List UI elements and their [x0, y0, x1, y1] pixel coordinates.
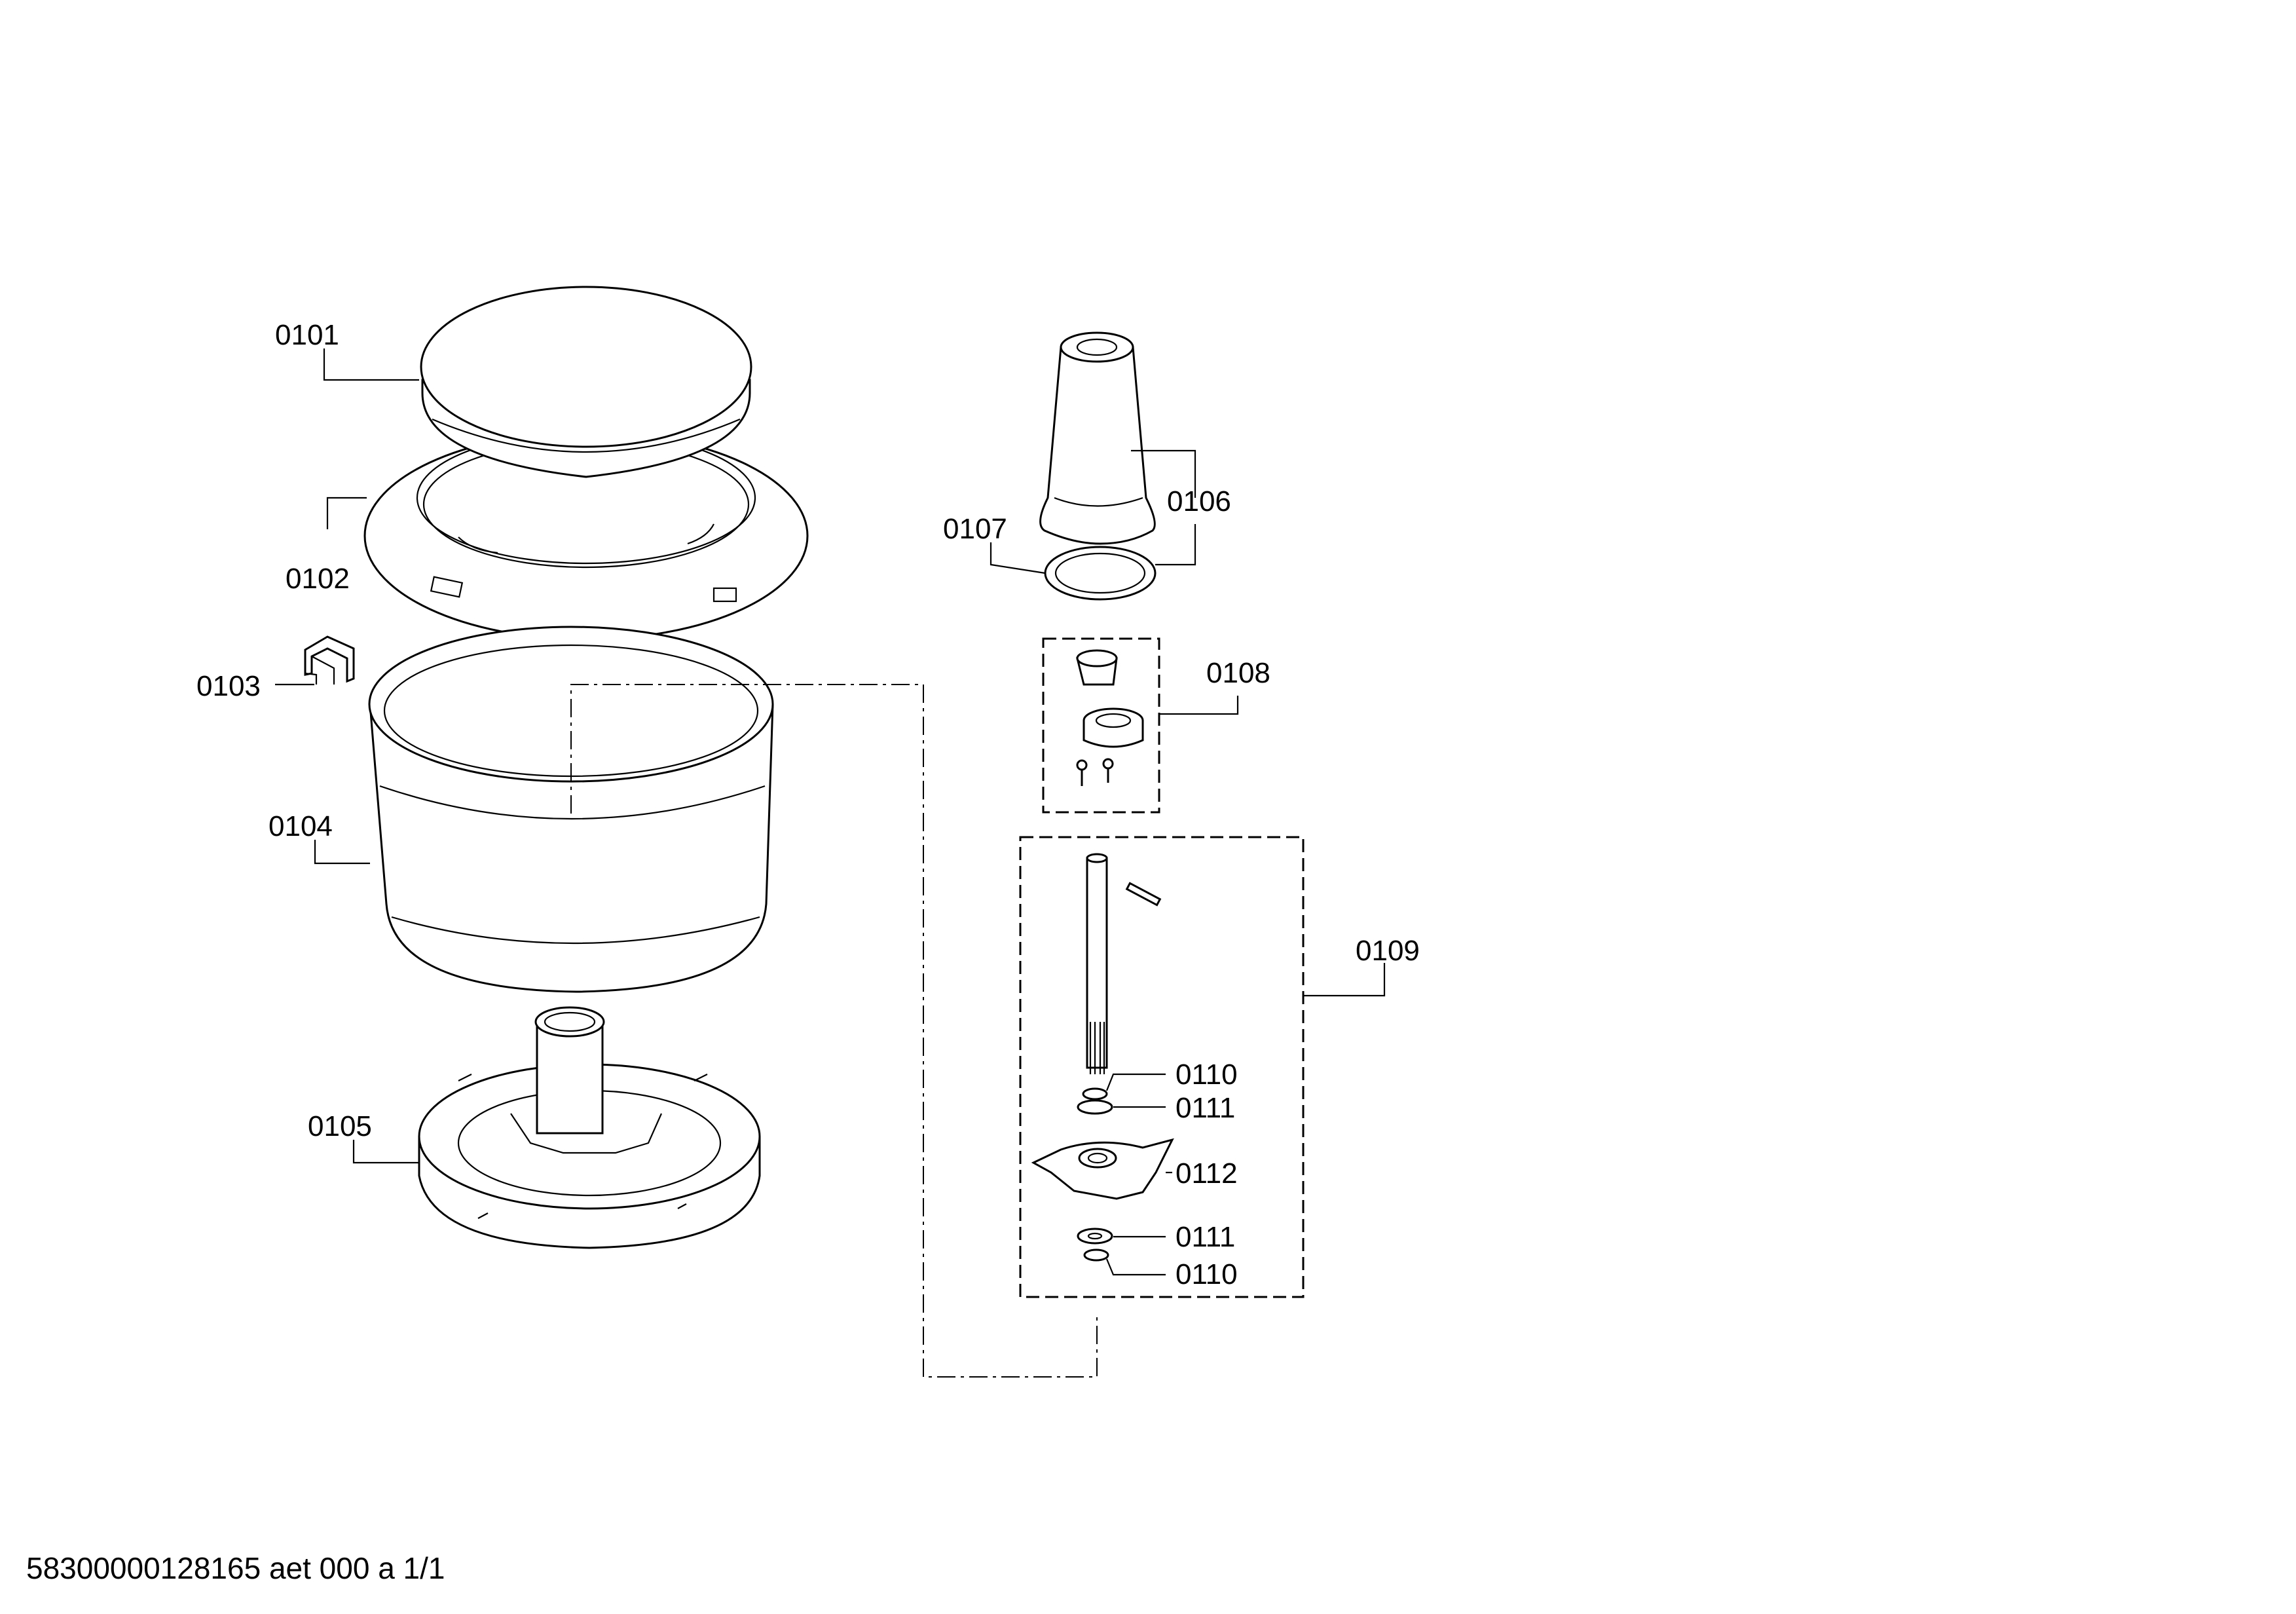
part-0110-0111-washers-upper: [1077, 1087, 1113, 1115]
label-0107: 0107: [943, 513, 1007, 545]
label-0104: 0104: [268, 810, 333, 842]
label-0109: 0109: [1356, 935, 1420, 967]
part-0101-cap: [420, 286, 752, 478]
part-0108-coupling: [1076, 649, 1144, 786]
label-0101: 0101: [275, 319, 339, 351]
group-box-0108: [1042, 637, 1160, 814]
label-0102: 0102: [286, 563, 350, 595]
label-0106: 0106: [1167, 485, 1231, 517]
label-0111-lower: 0111: [1176, 1221, 1235, 1253]
group-box-0109: [1019, 836, 1305, 1298]
label-0110-upper: 0110: [1176, 1059, 1238, 1091]
part-0106-feed-tube: [1039, 331, 1156, 545]
part-0105-base: [418, 1006, 761, 1249]
label-0103: 0103: [196, 670, 261, 702]
leader-lines: [275, 348, 1386, 1276]
label-0112: 0112: [1176, 1157, 1238, 1190]
part-0109-shaft: [1086, 853, 1162, 1074]
assembly-axis-line: [570, 684, 1098, 1378]
document-code: 58300000128165 aet 000 a 1/1: [26, 1551, 445, 1585]
part-0112-blade: [1031, 1138, 1174, 1200]
label-0105: 0105: [308, 1110, 372, 1142]
label-0111-upper: 0111: [1176, 1092, 1235, 1124]
label-0108: 0108: [1206, 657, 1270, 689]
part-0107-seal-ring: [1044, 546, 1157, 601]
part-0103-clip: [304, 635, 355, 685]
label-0110-lower: 0110: [1176, 1258, 1238, 1290]
part-0111-0110-washers-lower: [1077, 1228, 1113, 1262]
